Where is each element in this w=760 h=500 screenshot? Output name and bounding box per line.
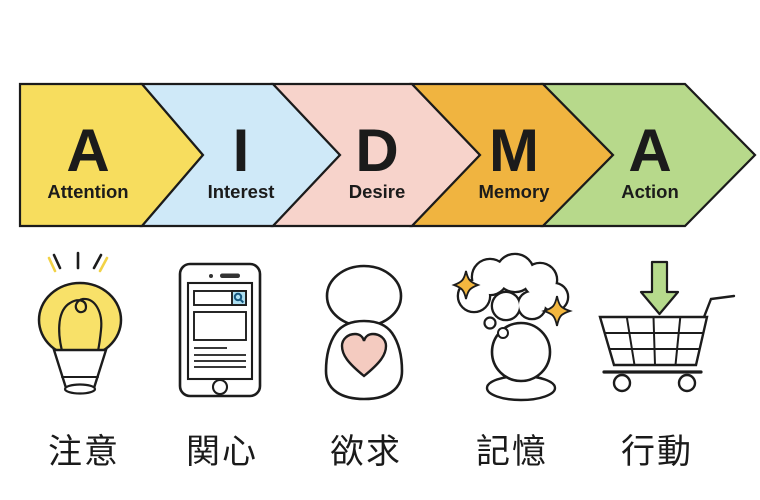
bulb-glass [37,281,123,359]
stage-ja-label-desire: 欲求 [330,433,402,471]
down-arrow-icon [639,260,680,316]
stage-ja-label-memory: 記憶 [476,433,548,471]
cart-wheel [677,373,697,393]
thought-bubble-dot [483,316,497,330]
stage-label-desire: Desire [349,181,406,202]
home-button [211,378,229,396]
text-lines [194,347,246,368]
cart-handle [702,294,736,319]
stage-label-memory: Memory [479,181,551,202]
cart-grid [604,316,704,366]
stage-label-action: Action [621,181,679,202]
chevron-action [540,82,757,228]
search-icon [233,292,245,304]
sparkle-icon [541,295,573,327]
light-rays-icon [47,251,109,273]
stage-letter-action: A [628,117,671,184]
bulb-filament [58,297,103,353]
stage-letter-attention: A [66,117,109,184]
person-heart-icon [324,264,404,401]
person-head [325,264,403,328]
phone-camera-dot [209,274,213,278]
stage-letter-interest: I [233,117,250,184]
stage-letters: A I D M A [66,117,671,184]
stage-ja-label-action: 行動 [621,433,693,471]
content-box [193,311,247,341]
cart-wheel [612,373,632,393]
stage-letter-memory: M [489,117,539,184]
stage-letter-desire: D [355,117,398,184]
smartphone-icon [178,262,262,398]
sparkle-icon [451,270,481,300]
bulb-base [52,348,108,390]
stage-label-attention: Attention [47,181,128,202]
lightbulb-icon [37,251,123,395]
head-highlight-dot [497,327,509,339]
stage-english-labels: Attention Interest Desire Memory Action [47,181,678,202]
heart-icon [340,332,388,378]
stage-label-interest: Interest [208,181,275,202]
thought-cloud-icon [451,252,573,402]
chevron-banner [18,82,757,228]
phone-speaker [220,273,240,278]
bulb-base-cap [63,383,97,395]
stage-ja-label-interest: 関心 [186,433,258,471]
stage-ja-label-attention: 注意 [48,433,120,471]
cart-icon [598,260,736,393]
cloud-fill [459,255,567,319]
